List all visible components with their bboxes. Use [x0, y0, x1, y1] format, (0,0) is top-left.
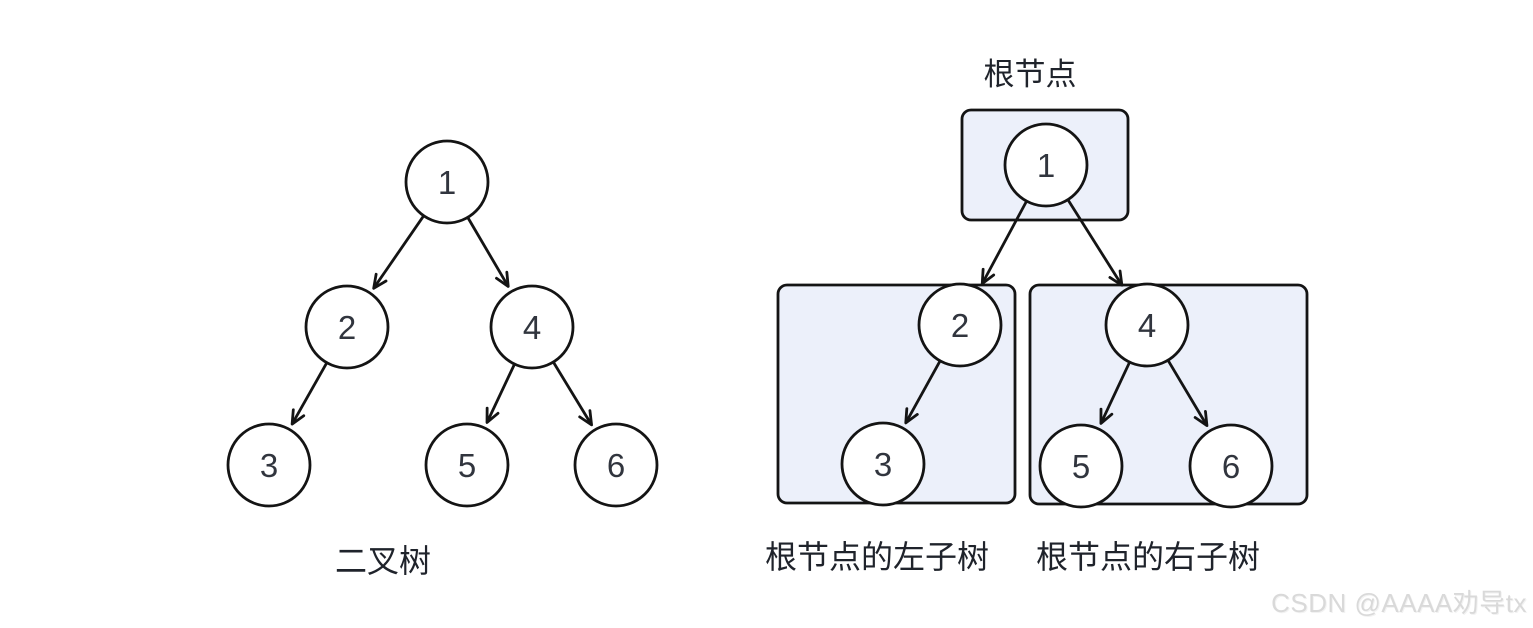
right-tree-node-3: 3 — [840, 421, 926, 507]
node-value: 1 — [1037, 147, 1055, 184]
node-circle — [226, 422, 312, 508]
node-circle — [1003, 122, 1089, 208]
edge-left-tree-L1-L2 — [372, 215, 425, 290]
root-node-caption: 根节点 — [984, 57, 1077, 92]
right-tree-node-2: 2 — [917, 282, 1003, 368]
edge-right-tree-R1-R4 — [1067, 199, 1124, 287]
node-circle — [1104, 282, 1190, 368]
left-tree-node-2: 2 — [304, 284, 390, 370]
node-value: 4 — [1138, 307, 1156, 344]
node-value: 5 — [458, 447, 476, 484]
node-circle — [917, 282, 1003, 368]
node-circle — [1038, 423, 1124, 509]
node-circle — [489, 284, 575, 370]
node-circle — [424, 422, 510, 508]
node-value: 2 — [951, 307, 969, 344]
node-value: 3 — [260, 447, 278, 484]
right-tree-node-4: 4 — [1104, 282, 1190, 368]
node-circle — [404, 139, 490, 225]
edge-left-tree-L4-L5 — [485, 364, 516, 424]
node-circle — [1188, 423, 1274, 509]
left-tree-node-1: 1 — [404, 139, 490, 225]
left-tree-node-5: 5 — [424, 422, 510, 508]
node-value: 3 — [874, 446, 892, 483]
right-subtree-caption: 根节点的右子树 — [1036, 539, 1260, 575]
left-tree-node-6: 6 — [573, 422, 659, 508]
left-tree-caption: 二叉树 — [335, 543, 431, 579]
node-value: 1 — [438, 164, 456, 201]
csdn-watermark: CSDN @AAAA劝导tx — [1271, 588, 1527, 618]
edge-right-tree-R2-R3 — [904, 361, 941, 425]
node-circle — [840, 421, 926, 507]
edge-left-tree-L4-L6 — [552, 362, 593, 427]
left-subtree-caption: 根节点的左子树 — [765, 539, 989, 575]
node-circle — [304, 284, 390, 370]
edge-left-tree-L1-L4 — [467, 217, 510, 288]
right-tree-node-5: 5 — [1038, 423, 1124, 509]
node-value: 6 — [1222, 448, 1240, 485]
node-value: 6 — [607, 447, 625, 484]
right-tree-node-1: 1 — [1003, 122, 1089, 208]
left-tree-node-3: 3 — [226, 422, 312, 508]
right-tree-node-6: 6 — [1188, 423, 1274, 509]
node-circle — [573, 422, 659, 508]
edge-right-tree-R1-R2 — [980, 201, 1028, 286]
left-tree-node-4: 4 — [489, 284, 575, 370]
edge-right-tree-R4-R5 — [1099, 362, 1131, 425]
node-value: 5 — [1072, 448, 1090, 485]
node-value: 4 — [523, 309, 541, 346]
edge-right-tree-R4-R6 — [1167, 360, 1209, 428]
node-value: 2 — [338, 309, 356, 346]
edge-left-tree-L2-L3 — [290, 362, 328, 426]
